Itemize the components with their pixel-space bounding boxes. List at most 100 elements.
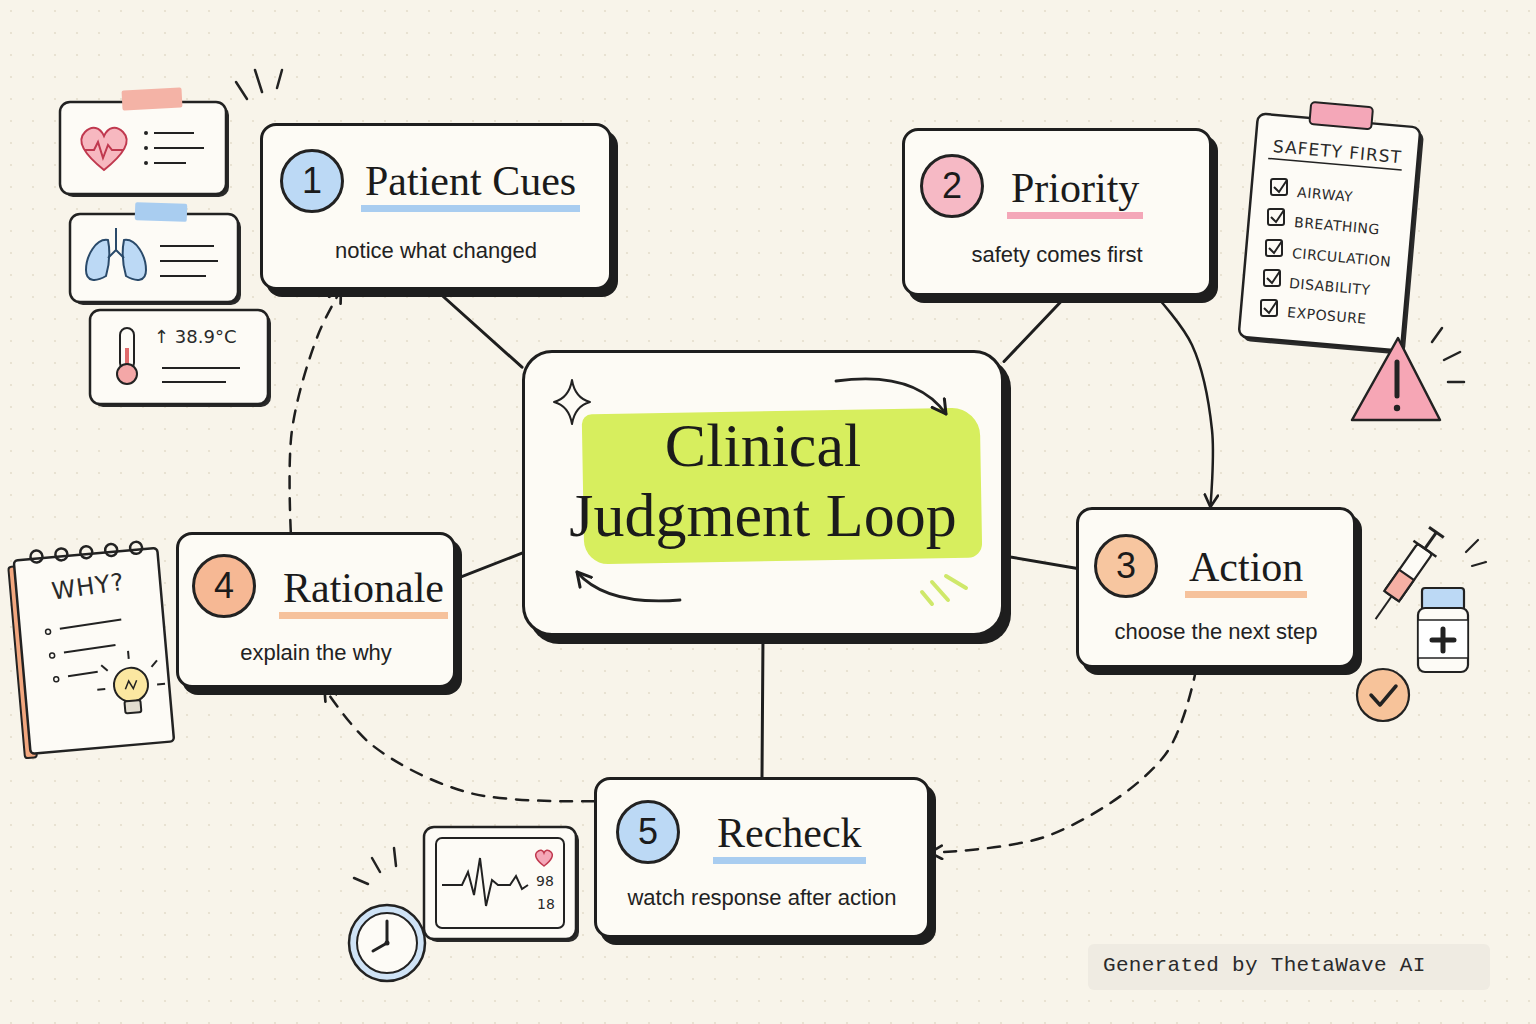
light-ray — [101, 665, 108, 672]
vitals-card — [60, 102, 226, 194]
hub-box: Clinical Judgment Loop — [522, 350, 1004, 636]
hub-connector — [1004, 556, 1076, 568]
spiral-ring — [130, 541, 143, 554]
lightbulb-glass — [113, 666, 150, 703]
temperature-reading: ↑ 38.9°C — [154, 326, 236, 347]
tape-strip — [135, 202, 188, 222]
text-line — [60, 619, 122, 628]
spark-line — [394, 848, 396, 866]
text-line — [154, 147, 204, 149]
warning-bang — [1395, 362, 1400, 396]
lightbulb-base — [124, 700, 141, 713]
spark-line — [277, 70, 282, 88]
clock-face — [349, 905, 425, 981]
lung-lobe — [123, 240, 146, 280]
sparkle-star — [554, 380, 590, 424]
checkbox — [1264, 270, 1280, 286]
clock-hand — [386, 921, 389, 943]
spark-line — [1432, 328, 1442, 342]
monitor-value: 98 — [536, 873, 554, 889]
syringe-plunger — [1425, 532, 1436, 548]
bullet-dot — [49, 653, 54, 658]
check-mark — [1269, 241, 1282, 253]
syringe-liquid — [1384, 570, 1414, 602]
bullet-dot — [144, 146, 148, 150]
step-caption: safety comes first — [905, 241, 1209, 269]
tape-strip — [122, 87, 183, 110]
hub-connector — [456, 553, 522, 579]
step-title: Priority — [1007, 163, 1143, 219]
bullet-dot — [144, 131, 148, 135]
hub-connector — [762, 636, 763, 777]
step-number: 1 — [280, 149, 344, 213]
step-number-text: 1 — [302, 161, 322, 201]
text-line — [160, 260, 218, 262]
dashed-flow-arrow — [324, 688, 594, 801]
spiral-ring — [55, 548, 68, 561]
heart-icon — [536, 850, 553, 866]
ecg-trace — [442, 858, 528, 906]
spiral-ring — [80, 546, 93, 559]
hub-title: Clinical Judgment Loop — [545, 410, 981, 550]
step-number: 4 — [192, 554, 256, 618]
syringe-needle — [1376, 596, 1392, 619]
clock-pin — [385, 941, 390, 946]
step-box: Action choose the next step 3 — [1076, 507, 1356, 668]
heart-icon — [81, 128, 126, 170]
accent-squiggle — [932, 582, 948, 600]
syringe-cap — [1429, 527, 1444, 537]
bullet-dot — [54, 677, 59, 682]
spark-line — [354, 878, 368, 884]
warning-dot — [1394, 405, 1400, 411]
lightbulb-filament — [125, 680, 138, 689]
plus-sign — [1432, 629, 1454, 651]
checklist-item: BREATHING — [1294, 214, 1381, 237]
check-mark — [1274, 180, 1287, 192]
clipboard — [1238, 97, 1426, 355]
step-number: 3 — [1094, 534, 1158, 598]
step-title: Rationale — [279, 563, 448, 619]
step-caption: choose the next step — [1079, 618, 1353, 646]
accent-squiggle — [922, 592, 932, 604]
accent-squiggle — [946, 576, 966, 588]
loop-arrow — [577, 572, 680, 601]
check-mark — [1271, 210, 1284, 222]
spark-line — [255, 70, 262, 92]
hub-connector — [1004, 296, 1066, 361]
spark-line — [1466, 540, 1478, 552]
clipboard-clip — [1309, 102, 1373, 129]
spark-line — [1448, 381, 1464, 384]
vial-body — [1418, 608, 1468, 672]
step-box: Patient Cuesnotice what changed1 — [260, 123, 612, 290]
lung-lobe — [86, 240, 109, 280]
text-line — [162, 367, 240, 369]
notebook — [7, 540, 174, 758]
text-line — [68, 672, 98, 677]
dashed-flow-arrow — [290, 290, 341, 532]
step-number-text: 2 — [942, 166, 962, 206]
text-line — [154, 132, 194, 134]
check-mark — [1264, 301, 1277, 313]
clock-dial — [357, 913, 417, 973]
thermometer-bulb — [117, 364, 137, 384]
step-caption: explain the why — [179, 639, 453, 667]
trachea — [108, 228, 124, 258]
step-title: Recheck — [713, 808, 866, 864]
checklist-item: DISABILITY — [1289, 275, 1371, 298]
monitor-value: 18 — [537, 896, 555, 912]
light-ray — [97, 688, 105, 691]
checkbox-list — [1261, 179, 1287, 316]
step-box: Recheckwatch response after action5 — [594, 777, 930, 938]
step-title: Action — [1185, 542, 1307, 598]
step-number-text: 5 — [638, 812, 658, 852]
step-number: 2 — [920, 154, 984, 218]
check-badge — [1357, 669, 1409, 721]
checklist-item: AIRWAY — [1297, 184, 1354, 205]
spark-line — [1444, 352, 1460, 360]
text-line — [160, 245, 214, 247]
loop-arrow — [836, 379, 946, 414]
vial-cap — [1422, 588, 1464, 610]
spark-line — [1472, 562, 1486, 566]
text-line — [64, 645, 116, 653]
